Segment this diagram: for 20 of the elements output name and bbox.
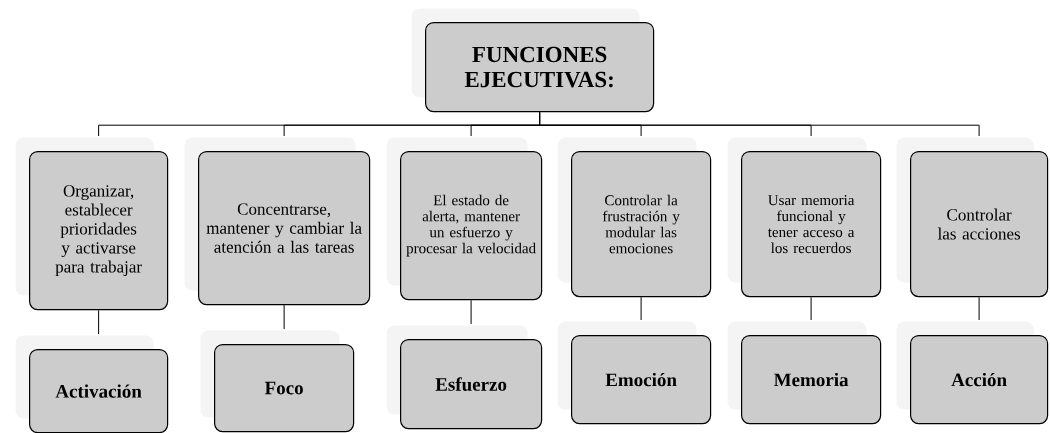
category-box: Emoción	[557, 321, 712, 425]
description-box: Usar memoria funcional y tener acceso a los recuerdos	[727, 137, 882, 298]
description-box: Controlar las acciones	[896, 137, 1049, 298]
category-box: Acción	[896, 321, 1049, 425]
title-box: FUNCIONES EJECUTIVAS:	[411, 8, 655, 113]
connector-line	[283, 304, 285, 330]
category-box: Activación	[15, 335, 169, 433]
category-box: Memoria	[727, 321, 882, 425]
connector-line	[978, 296, 980, 321]
connector-line	[810, 296, 812, 321]
description-box: Organizar, establecer prioridades y activarse para trabajar	[15, 137, 169, 311]
connector-line	[98, 309, 100, 335]
description-box: Controlar la frustración y modular las emociones	[557, 137, 712, 298]
category-box: Foco	[200, 330, 355, 433]
connector-line	[470, 299, 472, 325]
connector-line	[539, 111, 980, 137]
connector-line	[640, 296, 642, 321]
description-box: Concentrarse, mantener y cambiar la atención a las tareas	[184, 137, 371, 306]
description-box: El estado de alerta, mantener un esfuerzo y procesar la velocidad	[386, 137, 543, 301]
category-box: Esfuerzo	[386, 325, 543, 430]
